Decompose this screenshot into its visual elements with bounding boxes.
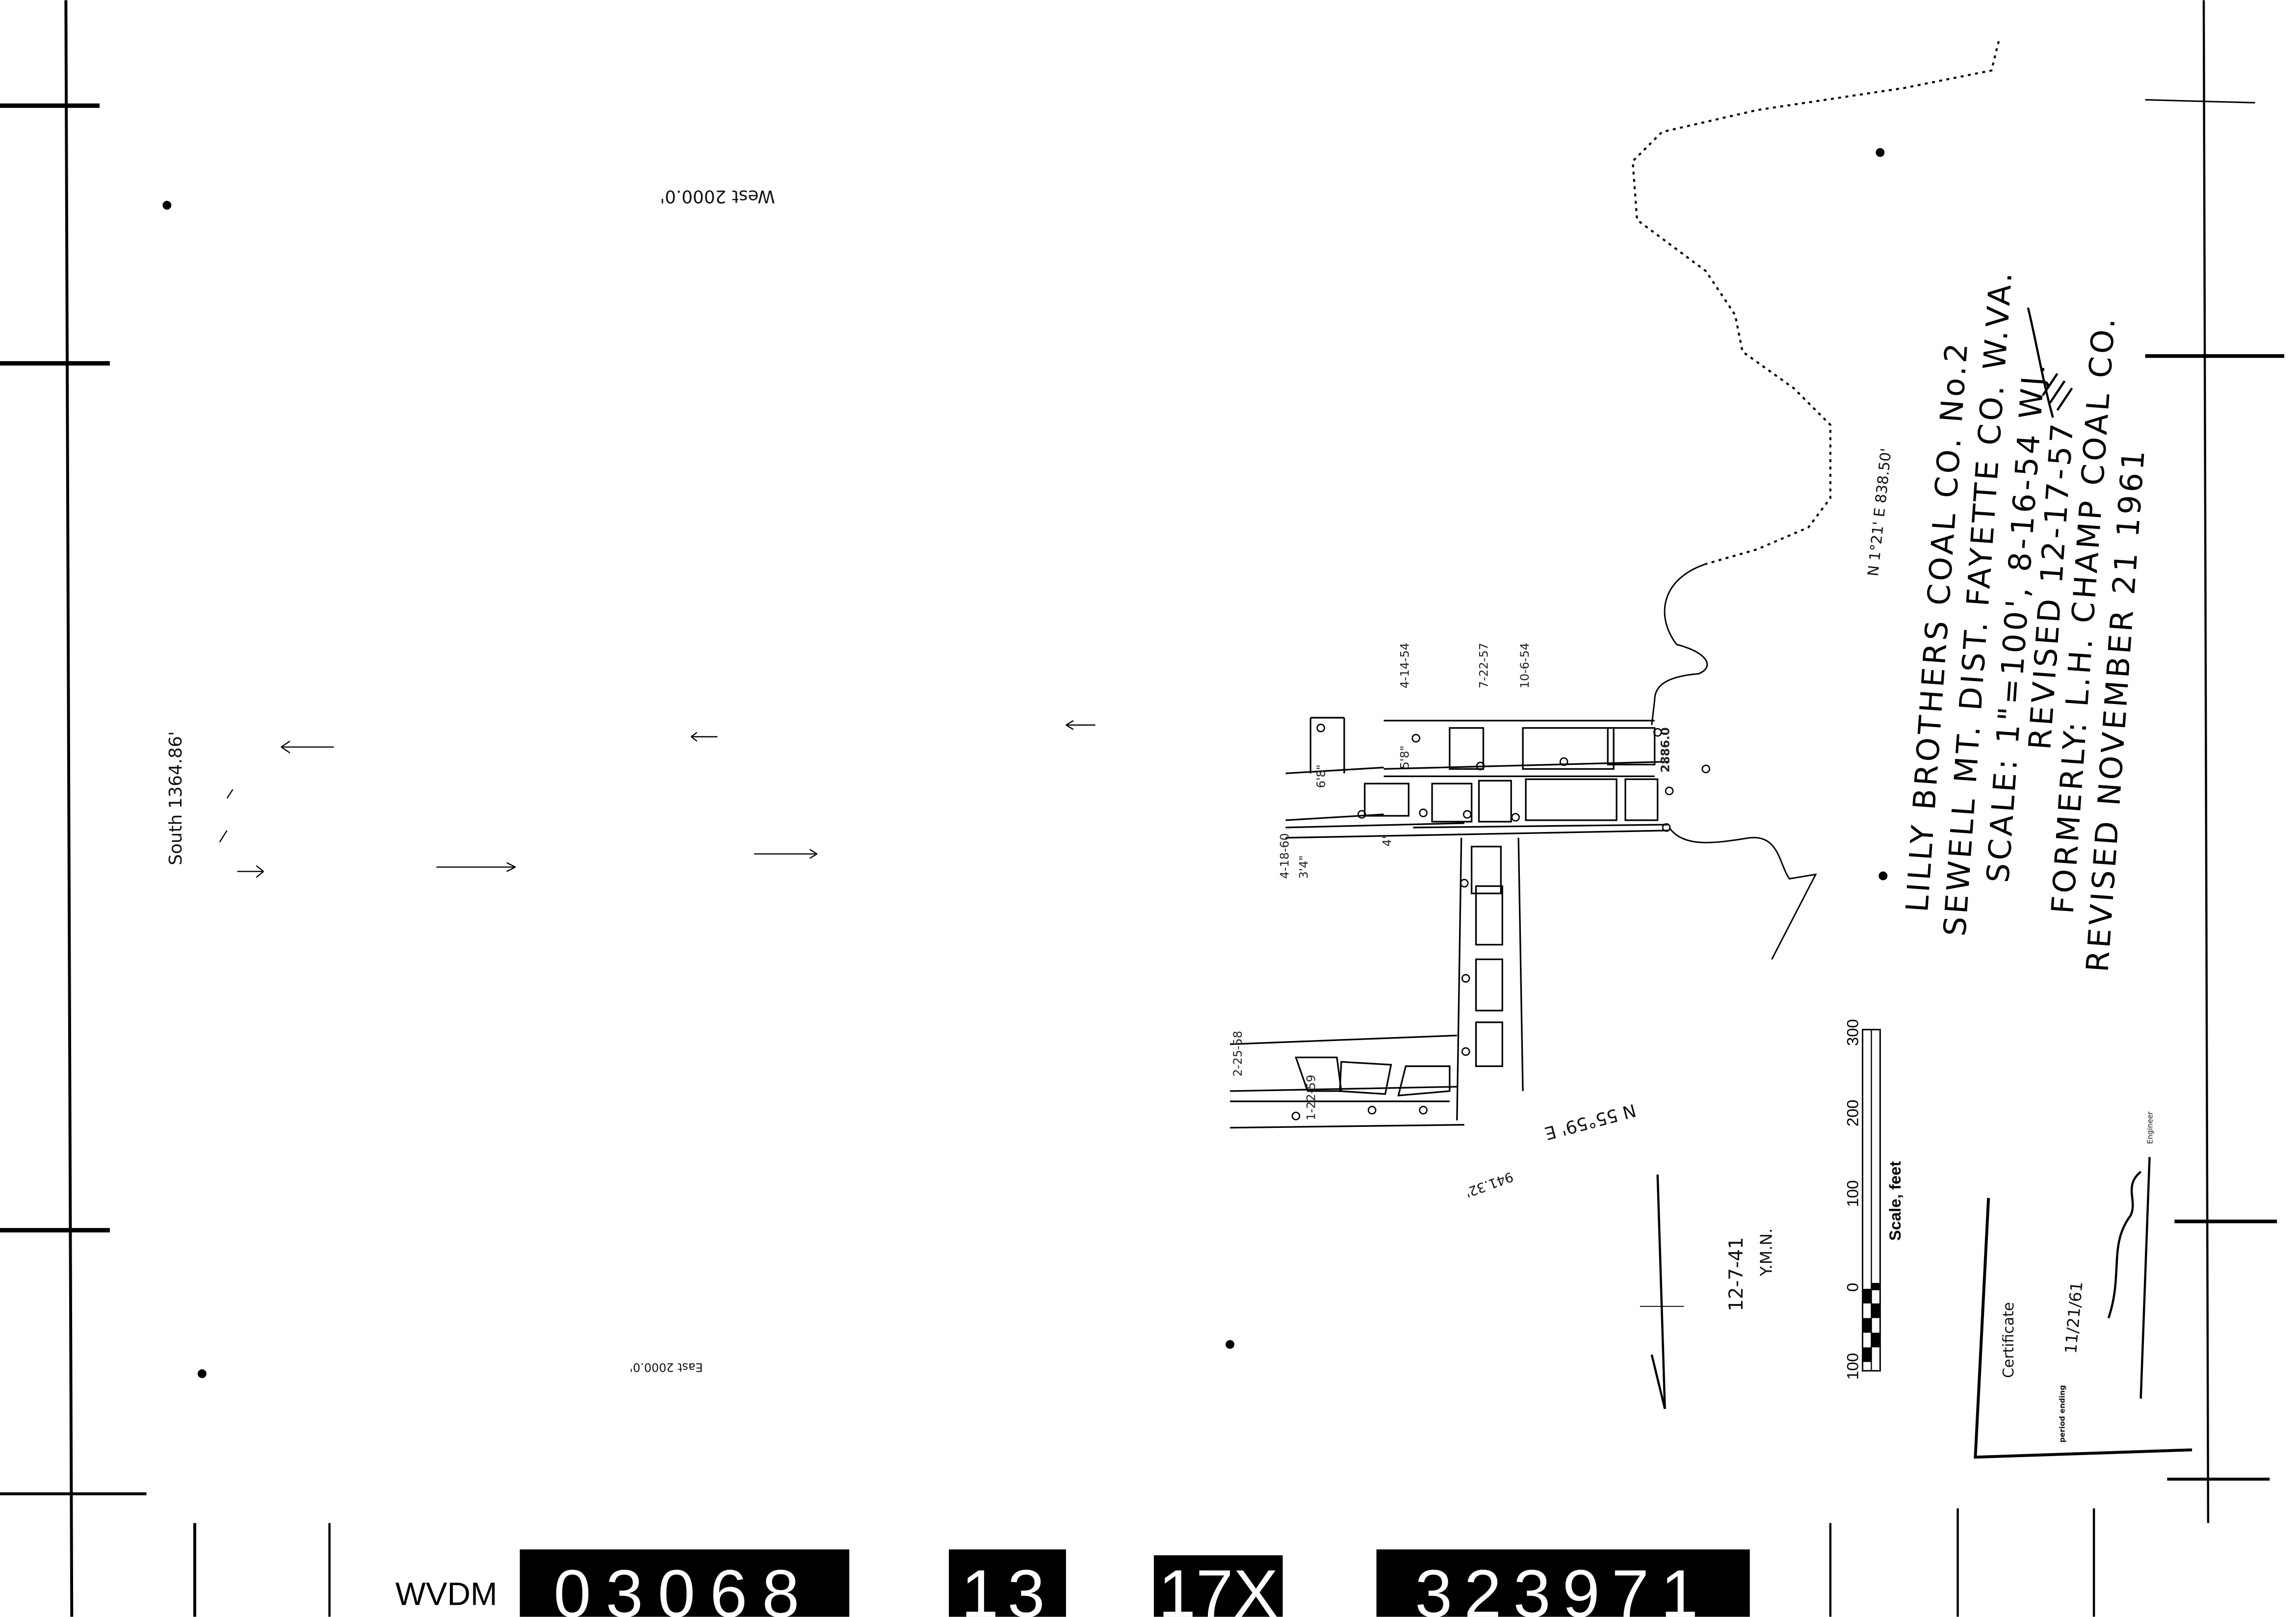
date-label: 1-22-59	[1304, 1075, 1318, 1121]
scale-tick-label: 200	[1844, 1099, 1862, 1126]
date-label: 7-22-57	[1477, 643, 1490, 688]
east-line-label: East 2000.0'	[629, 1360, 703, 1374]
scale-tick-label: 0	[1844, 1283, 1862, 1292]
archive-number-3: 17X	[1158, 1557, 1278, 1617]
outcrop-line	[1651, 563, 1817, 960]
date-label: 2-25-58	[1231, 1031, 1245, 1076]
west-line-label: West 2000.0'	[660, 186, 775, 206]
scale-caption: Scale, feet	[1886, 1161, 1904, 1241]
scale-tick-label: 100	[1844, 1180, 1862, 1207]
elevation-label: 2886.0	[1659, 728, 1672, 773]
certificate-role: Engineer	[2146, 1111, 2155, 1144]
archive-number-1: 03068	[553, 1557, 814, 1617]
certificate-period: period ending	[2058, 1385, 2066, 1442]
archive-prefix: WVDM	[395, 1576, 497, 1612]
seam-height-label: 3'4"	[1297, 855, 1310, 879]
seam-height-label: 5'8"	[1398, 746, 1411, 769]
date-label: 4-14-54	[1398, 643, 1411, 688]
archive-stamp: WVDM 03068 13 17X 323971	[395, 1549, 1750, 1617]
date-note: 12-7-41	[1725, 1237, 1748, 1311]
certificate-box: Certificate period ending 11/21/61 Engin…	[1974, 1111, 2192, 1459]
archive-number-4: 323971	[1415, 1557, 1710, 1617]
scale-tick-label: 300	[1844, 1019, 1862, 1046]
date-label: 4-18-60	[1278, 833, 1292, 879]
seam-height-label: 6'8"	[1314, 764, 1328, 788]
registration-marks	[162, 148, 1888, 1379]
south-line-label: South 1364.86'	[166, 731, 186, 865]
scale-bar: 100 0 100 200 300 Scale, feet	[1844, 1019, 1905, 1380]
scale-tick-label: 100	[1844, 1353, 1862, 1380]
survey-arrows	[219, 720, 1096, 878]
archive-number-2: 13	[961, 1557, 1054, 1617]
signature	[2027, 307, 2073, 418]
seam-height-label: 4'	[1380, 836, 1394, 847]
north-arrow-icon	[1640, 1174, 1684, 1409]
engineer-signature	[2107, 1157, 2151, 1399]
certificate-heading: Certificate	[2000, 1302, 2017, 1378]
date-label: 10-6-54	[1518, 643, 1532, 688]
meridian-note: Y.M.N.	[1757, 1228, 1775, 1277]
survey-stations	[1291, 724, 1710, 1121]
